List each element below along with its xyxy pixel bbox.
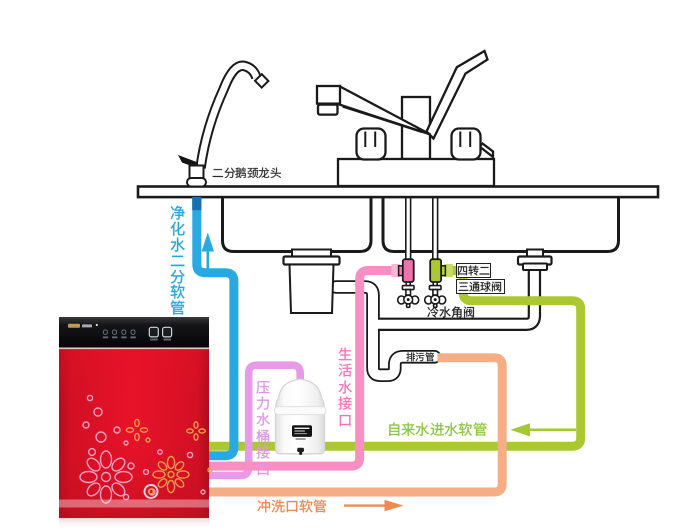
inlet-flow-arrow: [510, 423, 576, 437]
tank-shoulder-ring: [273, 406, 327, 416]
flower-orange-1: [152, 455, 190, 494]
machine-indicator-icons: [102, 329, 136, 339]
label-purified-water-hose: 净化水二分软管: [170, 205, 186, 316]
flower-big-pink: [79, 450, 133, 504]
label-pressure-tank-port: 压力水桶接口: [256, 380, 271, 479]
ring-ornament: [143, 484, 159, 499]
countertop: [136, 185, 660, 199]
machine-sheen-band: [59, 499, 209, 508]
right-drain-flange: [516, 248, 553, 271]
faucet-knob-right: [450, 127, 482, 161]
tank-body: [274, 378, 326, 455]
gooseneck-spout-tip: [253, 72, 270, 90]
tubes: [192, 196, 586, 497]
tube-counter-connector: [192, 196, 202, 211]
faucet-supply-pipes: [405, 187, 439, 261]
machine-flower-decor: [79, 394, 213, 504]
flower-orange-2: [125, 418, 149, 442]
angle-valve-left: [396, 280, 420, 309]
label-valve-line1: 四转二: [455, 262, 491, 278]
label-cold-water-angle-valve: 冷水角阀: [426, 306, 475, 319]
sink-and-plumbing: [136, 49, 660, 382]
purified-water-tube: [192, 196, 239, 461]
pressure-tank-tube: [208, 361, 304, 480]
label-domestic-water-port: 生活水接口: [338, 346, 353, 430]
machine-reflection: [59, 518, 209, 529]
sink-bowl-right: [381, 196, 620, 253]
sink-bowl-left: [221, 196, 373, 253]
purified-flow-arrow: [201, 232, 214, 277]
tank-label: [292, 425, 312, 440]
machine-panel-edge-highlight: [59, 347, 209, 350]
gooseneck-base-ring: [186, 177, 207, 188]
machine-buttons[interactable]: [148, 326, 173, 341]
machine-button-2[interactable]: [162, 326, 173, 338]
flush-tube: [208, 353, 507, 497]
flush-flow-arrow: [344, 499, 404, 512]
label-tap-water-inlet-hose: 自来水进水软管: [387, 422, 488, 436]
label-flush-port-hose: 冲洗口软管: [256, 499, 327, 513]
flow-arrows: [201, 232, 576, 512]
faucet-lever: [425, 49, 489, 141]
label-gooseneck-faucet: 二分鹅颈龙头: [212, 166, 282, 179]
machine-panel: [59, 317, 209, 348]
drain-pipework: [329, 264, 542, 382]
label-valve-line2: 三通球阀: [455, 279, 505, 295]
ball-valves: [391, 258, 453, 283]
mixer-faucet: [315, 49, 496, 188]
domestic-ball-valve: [391, 258, 415, 283]
angle-valve-right: [423, 280, 447, 309]
inlet-ball-valve: [429, 258, 453, 283]
label-drain-pipe: 排污管: [405, 352, 435, 362]
gooseneck-faucet: [178, 60, 270, 188]
disposal-canister: [282, 248, 341, 314]
pressure-tank: [273, 378, 327, 456]
machine-button-1[interactable]: [148, 326, 159, 338]
water-purifier-machine: [59, 317, 213, 529]
flower-orange-3: [186, 421, 206, 441]
faucet-knob-left: [355, 127, 387, 161]
domestic-water-tube: [208, 266, 400, 471]
machine-logo: [68, 323, 98, 328]
faucet-aerator: [316, 103, 339, 116]
faucet-spout-head: [315, 84, 342, 105]
tank-outlet-nipple: [297, 447, 304, 455]
faucet-plate: [336, 157, 496, 188]
